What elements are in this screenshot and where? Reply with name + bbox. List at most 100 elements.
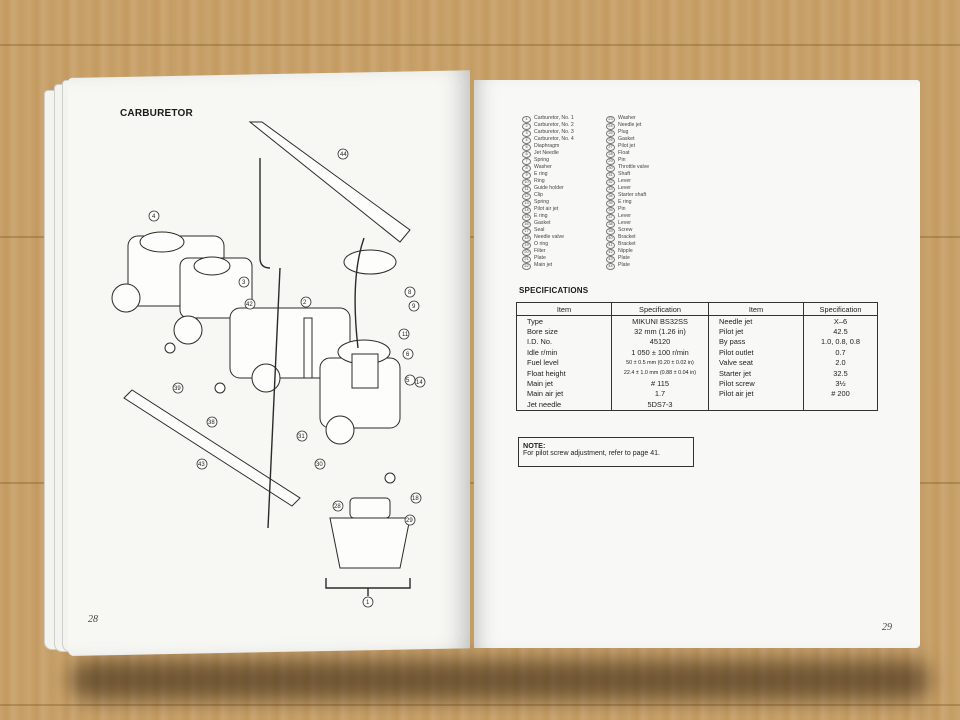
diagram-spring: [354, 237, 365, 349]
callout-43: 43: [198, 462, 205, 468]
callout-31: 31: [298, 434, 305, 440]
callout-42: 42: [246, 302, 253, 308]
left-page-number: 28: [88, 614, 98, 625]
diagram-top-cap-2: [193, 256, 231, 276]
table-header-row: Item Specification Item Specification: [516, 302, 878, 316]
table-plank-seam: [0, 704, 960, 706]
diagram-callout-bracket: [325, 578, 411, 589]
note-box: NOTE: For pilot screw adjustment, refer …: [518, 437, 694, 467]
diagram-screw: [164, 342, 176, 354]
diagram-screw: [214, 382, 226, 394]
callout-38: 38: [208, 420, 215, 426]
callout-7: 11: [402, 332, 409, 338]
callout-4: 4: [152, 214, 156, 220]
diagram-intake-1: [111, 283, 141, 313]
callout-39: 39: [174, 386, 181, 392]
note-title: NOTE:: [523, 441, 546, 450]
diagram-plate-bottom: [123, 389, 301, 507]
callout-44: 44: [340, 152, 347, 158]
note-text: For pilot screw adjustment, refer to pag…: [523, 450, 660, 457]
column-header: Item: [516, 302, 612, 316]
diagram-screw: [384, 472, 396, 484]
diagram-intake-4: [325, 415, 355, 445]
diagram-bracket: [259, 158, 271, 269]
diagram-top-cap-1: [139, 231, 185, 253]
callout-30: 30: [316, 462, 323, 468]
diagram-plate-top: [248, 121, 411, 243]
callout-18: 18: [412, 496, 419, 502]
page-heading-carburetor: CARBURETOR: [120, 108, 193, 119]
specifications-heading: SPECIFICATIONS: [519, 286, 589, 295]
callout-8: 8: [408, 290, 412, 296]
specifications-table: Item Specification Item Specification Ty…: [516, 302, 878, 411]
callout-3: 3: [242, 280, 246, 286]
diagram-float: [349, 497, 391, 519]
book-shadow: [70, 660, 930, 700]
carburetor-exploded-diagram: 44 4 3 2 42 8 9 11 6 5 14 39 38 31 30 18…: [111, 121, 426, 608]
diagram-linkage-rod: [267, 267, 281, 529]
callout-28: 28: [334, 504, 341, 510]
diagram-intake-2: [173, 315, 203, 345]
callout-29: 29: [406, 518, 413, 524]
callout-5: 6: [406, 352, 410, 358]
callout-2: 2: [303, 300, 307, 306]
callout-1: 1: [366, 600, 370, 606]
diagram-jet-needle: [303, 317, 313, 379]
diagram-intake-3: [251, 363, 281, 393]
column-header: Item: [708, 302, 804, 316]
callout-9: 9: [412, 304, 416, 310]
diagram-diaphragm-cover: [343, 249, 397, 275]
diagram-throttle-valve: [351, 353, 379, 389]
callout-15: 5: [406, 378, 410, 384]
diagram-float-bowl: [329, 517, 411, 569]
